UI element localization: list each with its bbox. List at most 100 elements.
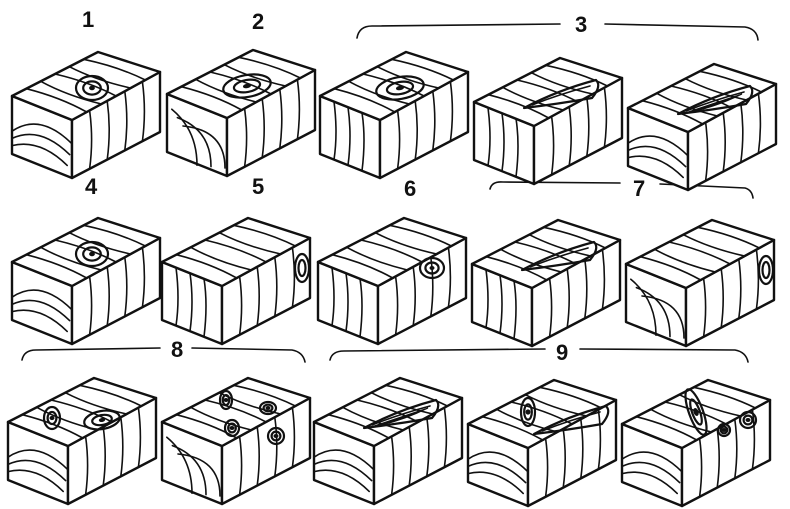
top-grain-lines xyxy=(333,58,455,113)
grain-line xyxy=(653,248,717,273)
knot-core xyxy=(745,418,751,422)
growth-ring xyxy=(7,469,64,493)
knot-core xyxy=(429,266,435,270)
grain-line xyxy=(514,241,577,265)
side-grain-line xyxy=(120,416,124,478)
knot-ring xyxy=(221,393,231,407)
side-grain-line xyxy=(390,435,395,496)
knot-outline xyxy=(522,78,600,110)
growth-ring xyxy=(467,471,524,495)
growth-ring xyxy=(7,449,69,471)
grain-line xyxy=(682,233,746,257)
wood-block-13 xyxy=(312,376,464,506)
grain-line xyxy=(630,278,657,336)
side-grain-line xyxy=(124,90,128,152)
knot-ring xyxy=(74,240,110,268)
grain-line xyxy=(204,239,267,263)
end-grain xyxy=(11,123,73,167)
side-grain-line xyxy=(88,275,93,336)
knot-core xyxy=(89,251,95,257)
side-grain-line xyxy=(738,258,742,320)
knot-ring xyxy=(761,260,771,280)
side-knot xyxy=(293,252,311,284)
grain-line xyxy=(538,386,603,409)
wood-block-7 xyxy=(160,216,312,346)
knot-core xyxy=(242,83,252,89)
knot-ring xyxy=(742,414,754,426)
wood-block-2 xyxy=(165,48,317,178)
oval-knot xyxy=(375,75,425,101)
side-grain-line xyxy=(102,426,106,487)
side-grain-line xyxy=(256,426,260,487)
end-grain xyxy=(171,108,226,169)
side-grain-line xyxy=(720,268,724,329)
wood-block-3 xyxy=(318,50,470,180)
knots xyxy=(520,240,598,272)
wood-block-8 xyxy=(316,216,468,346)
knot-core xyxy=(49,415,55,421)
grain-line xyxy=(670,85,733,109)
side-grain-line xyxy=(443,406,448,468)
side-grain-line xyxy=(740,102,744,164)
label-7: 7 xyxy=(633,176,645,201)
growth-ring xyxy=(621,471,678,495)
side-grain-line xyxy=(562,428,566,489)
end-grain xyxy=(485,268,517,340)
side-knot xyxy=(757,254,775,286)
knot-outline xyxy=(362,398,440,430)
grain-line xyxy=(218,231,282,255)
grain-line xyxy=(203,278,207,338)
knot-ring xyxy=(719,425,729,435)
grain-line xyxy=(370,391,434,415)
knot-ring xyxy=(418,256,446,280)
knot-ring xyxy=(684,388,708,436)
growth-ring xyxy=(11,309,68,333)
grain-line xyxy=(376,65,440,89)
knot-core xyxy=(693,408,699,416)
knot-ring xyxy=(218,389,234,411)
top-grain-lines xyxy=(639,226,761,281)
grain-line xyxy=(82,224,147,247)
end-grain xyxy=(166,436,221,497)
grain-line xyxy=(68,231,132,255)
grain-line xyxy=(698,70,763,93)
knots xyxy=(676,84,754,116)
grain-line xyxy=(237,56,302,79)
grain-line xyxy=(331,253,394,279)
wood-block-14 xyxy=(466,378,618,508)
grain-line xyxy=(499,274,503,334)
knot-ring xyxy=(375,75,425,101)
side-grain-line xyxy=(279,88,283,150)
side-grain-line xyxy=(597,408,602,470)
wood-block-12 xyxy=(160,376,312,506)
side-grain-line xyxy=(137,406,142,468)
knot-ring xyxy=(716,422,732,438)
end-grain xyxy=(313,449,375,493)
label-2: 2 xyxy=(252,9,264,34)
knot-ring xyxy=(385,80,415,96)
grain-line xyxy=(530,71,594,95)
round-knot xyxy=(266,426,286,446)
group-7-bracket xyxy=(489,181,754,199)
growth-ring xyxy=(313,469,370,493)
knots xyxy=(362,398,440,430)
grain-line xyxy=(331,266,335,327)
grain-line xyxy=(501,112,505,172)
round-knot xyxy=(716,422,732,438)
grain-line xyxy=(78,384,143,407)
wood-block-15 xyxy=(620,378,772,508)
side-grain-line xyxy=(584,258,588,320)
side-grain-line xyxy=(396,109,401,170)
round-knot xyxy=(74,240,110,268)
side-grain-line xyxy=(698,437,703,498)
grain-line xyxy=(232,224,297,247)
label-9: 9 xyxy=(556,340,568,365)
side-grain-line xyxy=(256,266,260,327)
knot-ring xyxy=(82,246,102,262)
growth-ring xyxy=(627,145,687,168)
wood-block-1 xyxy=(10,50,162,180)
end-grain xyxy=(627,135,689,179)
grain-line xyxy=(542,226,607,249)
grain-line xyxy=(360,239,423,263)
